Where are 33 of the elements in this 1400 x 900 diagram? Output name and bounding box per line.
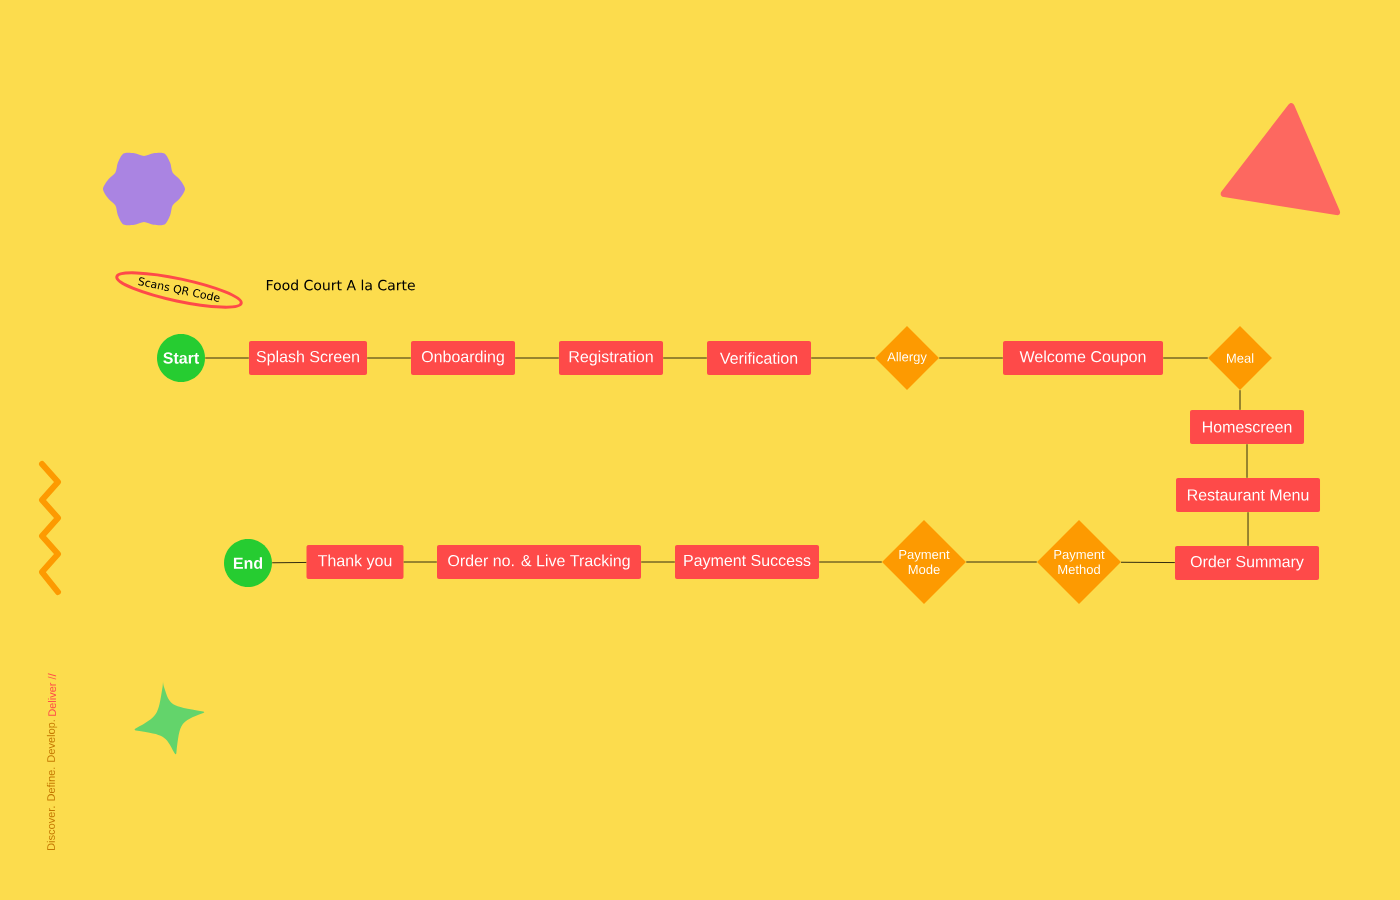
- connector-line: [810, 357, 876, 359]
- flower-shape: [103, 152, 185, 226]
- connector-line: [1239, 389, 1241, 411]
- connector-line: [403, 561, 438, 563]
- connector-line: [818, 561, 883, 563]
- connector-line: [662, 357, 708, 359]
- process-box: Order Summary: [1175, 546, 1319, 580]
- connector-line: [1247, 511, 1249, 547]
- connector-line: [271, 562, 307, 564]
- process-box: Splash Screen: [249, 341, 367, 375]
- connector-line: [640, 561, 676, 563]
- connector-line: [514, 357, 560, 359]
- connector-line: [204, 357, 250, 359]
- process-box: Homescreen: [1190, 410, 1304, 444]
- process-box: Registration: [559, 341, 663, 375]
- side-text: Discover. Define. Develop.: [46, 720, 58, 850]
- connector-line: [938, 357, 1004, 359]
- connector-line: [366, 357, 412, 359]
- process-box: Onboarding: [411, 341, 515, 375]
- title: Food Court A la Carte: [266, 279, 415, 291]
- process-box: Thank you: [306, 545, 404, 579]
- process-box: Welcome Coupon: [1003, 341, 1163, 375]
- process-box: Payment Success: [675, 545, 819, 579]
- circled-note: Scans QR Code: [115, 271, 243, 309]
- connector-line: [965, 561, 1038, 563]
- side-text: Deliver //: [47, 673, 57, 716]
- connector-line: [1162, 357, 1209, 359]
- connector-line: [1246, 443, 1248, 479]
- triangle-shape: [1220, 103, 1341, 216]
- connector-line: [1120, 561, 1176, 563]
- process-box: Verification: [707, 341, 811, 375]
- process-box: Order no. & Live Tracking: [437, 545, 641, 579]
- process-box: Restaurant Menu: [1176, 478, 1320, 512]
